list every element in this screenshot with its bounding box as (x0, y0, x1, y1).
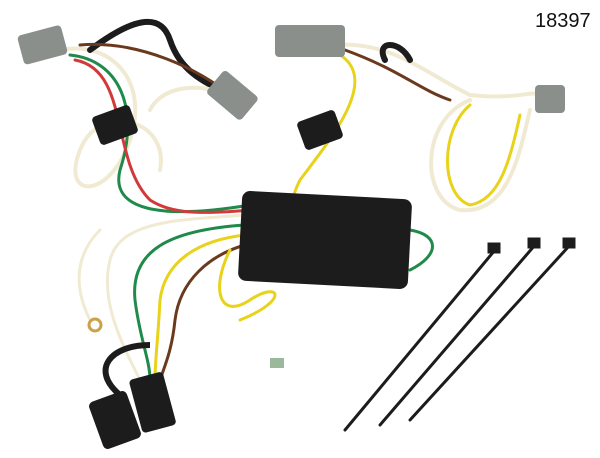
part-number-label: 18397 (535, 10, 591, 32)
mounting-clip (92, 105, 138, 145)
dust-cover (89, 391, 141, 449)
connector-strap (102, 342, 151, 398)
left-harness-wires (58, 19, 262, 214)
mounting-clip (297, 110, 343, 150)
right-harness-wires (291, 42, 542, 217)
converter-module (238, 191, 412, 289)
vehicle-connectors (17, 25, 565, 120)
four-flat-connector (129, 372, 176, 433)
trailer-wires (77, 213, 434, 382)
cable-ties (343, 237, 576, 432)
ground-ring-terminal (87, 317, 103, 333)
screw (270, 358, 284, 368)
